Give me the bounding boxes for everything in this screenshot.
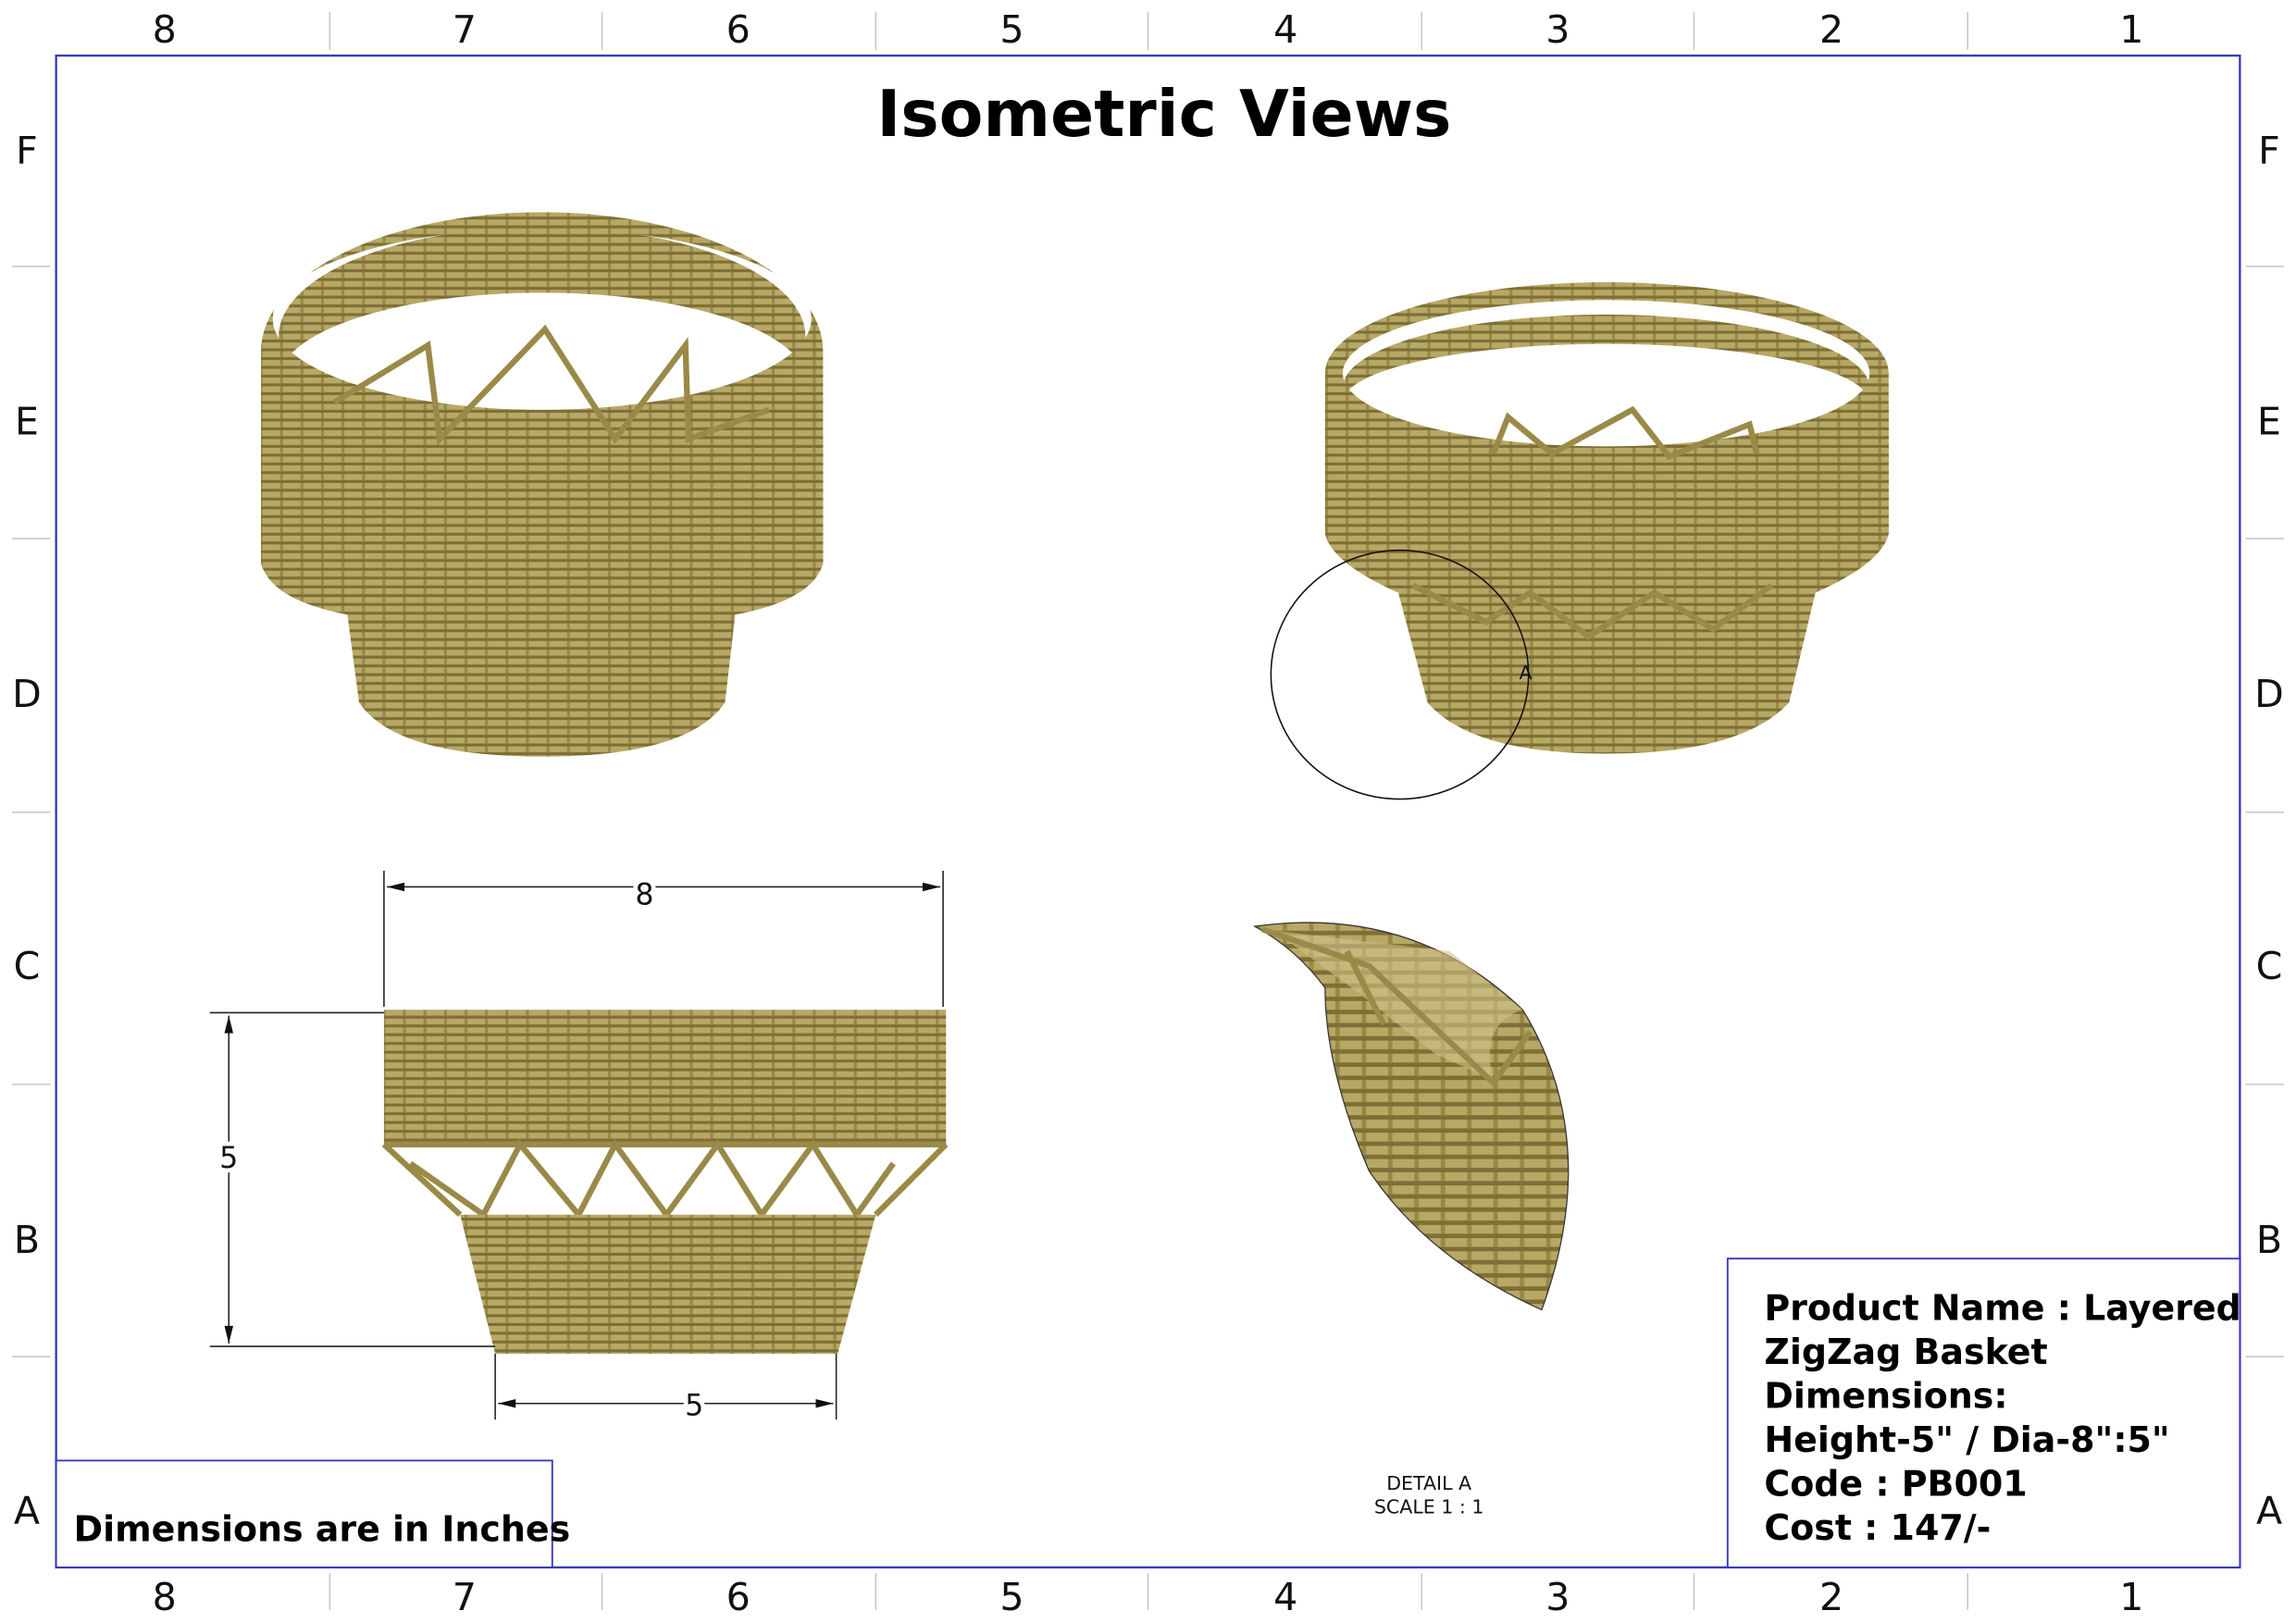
zone-col: 2 [1819,1575,1843,1619]
title-block-product-name-cont: ZigZag Basket [1764,1332,2047,1372]
zone-col: 7 [453,7,477,52]
zone-col: 4 [1273,7,1297,52]
zone-row: F [16,129,38,173]
zone-row: F [2258,129,2280,173]
isometric-view-right: A [1270,282,1889,800]
zone-col: 1 [2119,1575,2143,1619]
zone-col: 3 [1545,7,1570,52]
detail-callout-letter: A [1520,662,1533,684]
zone-row: A [14,1488,40,1532]
column-labels-bottom: 8 7 6 5 4 3 2 1 [153,1575,2144,1619]
zone-col: 2 [1819,7,1843,52]
title-block-cost: Cost : 147/- [1764,1507,1991,1548]
zone-row: D [2254,672,2284,716]
column-labels-top: 8 7 6 5 4 3 2 1 [153,7,2144,52]
units-note: Dimensions are in Inches [74,1508,571,1549]
sheet-title: Isometric Views [876,77,1451,152]
title-block-code: Code : PB001 [1764,1463,2027,1504]
dimension-base-diameter: 5 [685,1389,703,1422]
zone-col: 8 [153,7,177,52]
zone-col: 6 [726,7,751,52]
title-block-dimensions-label: Dimensions: [1764,1376,2007,1417]
units-note-box: Dimensions are in Inches [55,1459,571,1568]
zone-row: E [2257,400,2281,444]
detail-scale: SCALE 1 : 1 [1374,1495,1484,1518]
zone-col: 7 [453,1575,477,1619]
zone-col: 8 [153,1575,177,1619]
dimension-height: 5 [219,1142,238,1175]
row-labels-right: F E D C B A [2254,129,2284,1532]
row-labels-left: F E D C B A [12,129,42,1532]
zone-col: 4 [1273,1575,1297,1619]
zone-row: C [14,944,41,988]
zone-col: 5 [999,1575,1024,1619]
detail-label: DETAIL A [1386,1472,1471,1494]
zone-row: B [14,1218,40,1262]
zone-row: E [15,400,39,444]
zone-col: 3 [1545,1575,1570,1619]
title-block-product-name: Product Name : Layered [1764,1288,2240,1329]
detail-a-view: DETAIL A SCALE 1 : 1 [1252,922,1570,1518]
zone-row: A [2256,1488,2282,1532]
zone-row: D [12,672,42,716]
isometric-view-top [261,212,824,757]
sheet-border [55,54,2241,1569]
detail-a-circle [1270,549,1530,800]
title-block-dimensions: Height-5" / Dia-8":5" [1764,1419,2169,1460]
zone-col: 1 [2119,7,2143,52]
dimension-lines [209,871,944,1420]
zone-row: C [2256,944,2283,988]
zone-dividers [12,11,2284,1610]
title-block: Product Name : Layered ZigZag Basket Dim… [1726,1258,2241,1568]
front-view: 8 5 5 [209,871,949,1427]
zone-col: 6 [726,1575,751,1619]
zone-row: B [2256,1218,2282,1262]
dimension-top-diameter: 8 [635,878,653,911]
zone-col: 5 [999,7,1024,52]
